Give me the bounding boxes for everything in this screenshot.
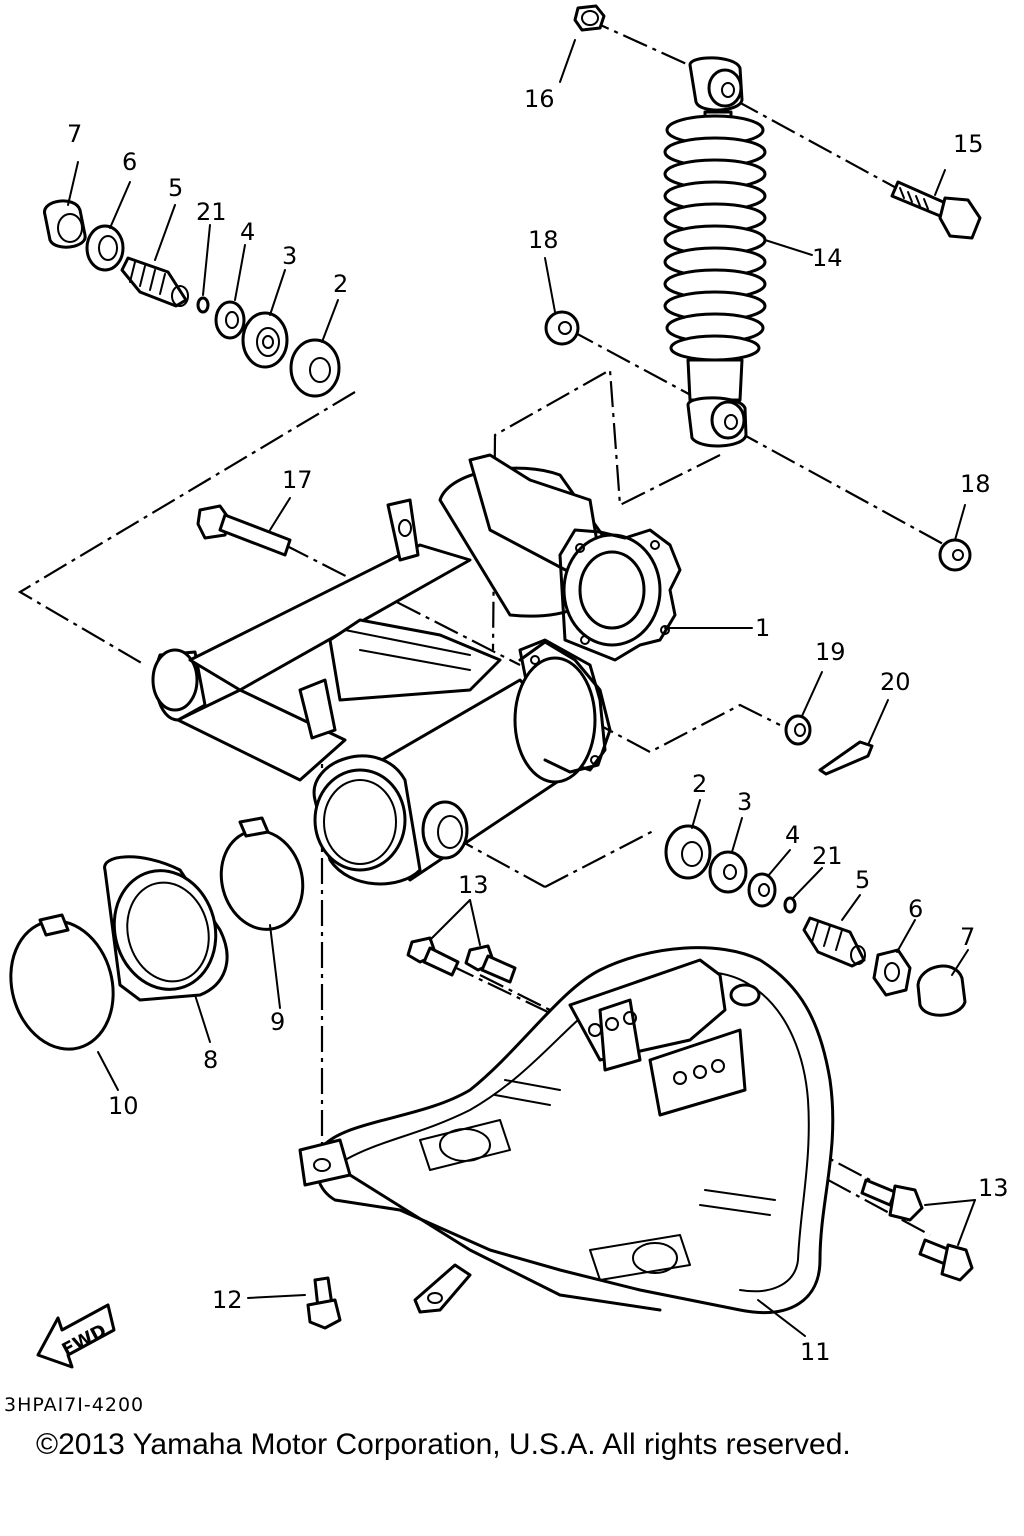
copyright-notice: ©2013 Yamaha Motor Corporation, U.S.A. A…	[36, 1428, 851, 1461]
part-4-washer-lower	[747, 872, 777, 908]
callout-11: 11	[800, 1338, 831, 1366]
callout-17: 17	[282, 466, 313, 494]
callout-15: 15	[953, 130, 984, 158]
callout-16: 16	[524, 85, 555, 113]
part-3-bearing-upper	[241, 311, 289, 369]
callout-13-upper: 13	[458, 871, 489, 899]
part-6-seal-upper	[85, 224, 125, 272]
fwd-arrow-icon: FWD	[36, 1303, 116, 1369]
callout-2-lower: 2	[692, 770, 707, 798]
part-19-washer	[784, 714, 812, 746]
part-15-bolt	[890, 180, 982, 240]
callout-3-lower: 3	[737, 788, 752, 816]
callout-19: 19	[815, 638, 846, 666]
part-13-bolts	[406, 936, 974, 1282]
callout-18-lower: 18	[960, 470, 991, 498]
right-bearing-stack	[664, 824, 967, 1017]
callout-4: 4	[240, 218, 255, 246]
part-21-oring-lower	[783, 896, 797, 914]
part-8-boot	[103, 855, 229, 1002]
part-14-shock-absorber	[663, 56, 767, 448]
part-4-washer-upper	[214, 300, 246, 340]
part-18-washer-lower	[938, 538, 972, 572]
callout-21-lower: 21	[812, 842, 843, 870]
part-7-cap-lower	[916, 964, 967, 1017]
callout-13-lower: 13	[978, 1174, 1009, 1202]
part-6-nut-lower	[872, 948, 912, 997]
callout-8: 8	[203, 1046, 218, 1074]
part-1-swingarm	[151, 453, 682, 886]
callout-3: 3	[282, 242, 297, 270]
bolt-13-c	[860, 1178, 924, 1222]
part-2-bearing-upper	[289, 338, 341, 398]
callout-7-lower: 7	[960, 923, 975, 951]
callout-2: 2	[333, 270, 348, 298]
callout-6: 6	[122, 148, 137, 176]
part-11-skid-plate	[298, 946, 835, 1315]
callout-labels: 7 6 5 21 4 3 2 16 15 14 18 18 17 1 19 20…	[67, 85, 1009, 1366]
callout-10: 10	[108, 1092, 139, 1120]
part-21-oring-upper	[196, 296, 210, 314]
part-17-pivot-bolt	[196, 504, 292, 557]
callout-6-lower: 6	[908, 895, 923, 923]
callout-21: 21	[196, 198, 227, 226]
callout-5-lower: 5	[855, 866, 870, 894]
bolt-13-a	[406, 936, 460, 977]
part-18-washer-upper	[544, 310, 580, 346]
leader-lines	[67, 39, 976, 1337]
part-16-nut	[573, 4, 606, 32]
diagram-code: 3HPAI7I-4200	[4, 1394, 145, 1416]
part-5-collar-upper	[120, 256, 189, 308]
bolt-13-b	[464, 944, 517, 984]
callout-20: 20	[880, 668, 911, 696]
callout-5: 5	[168, 174, 183, 202]
callout-14: 14	[812, 244, 843, 272]
left-bearing-stack	[43, 199, 341, 398]
part-9-clamp	[219, 816, 305, 931]
callout-7: 7	[67, 120, 82, 148]
part-3-washer-lower	[708, 850, 748, 894]
bolt-13-d	[918, 1238, 974, 1282]
callout-4-lower: 4	[785, 821, 800, 849]
part-2-bearing-lower	[664, 824, 712, 880]
part-5-collar-lower	[802, 916, 866, 968]
callout-1: 1	[755, 614, 770, 642]
part-10-clamp	[9, 913, 115, 1051]
part-12-bolt	[306, 1276, 342, 1330]
callout-12: 12	[212, 1286, 243, 1314]
part-20-cotter-pin	[818, 740, 874, 776]
callout-18-upper: 18	[528, 226, 559, 254]
callout-9: 9	[270, 1008, 285, 1036]
part-7-cap-upper	[43, 199, 87, 249]
